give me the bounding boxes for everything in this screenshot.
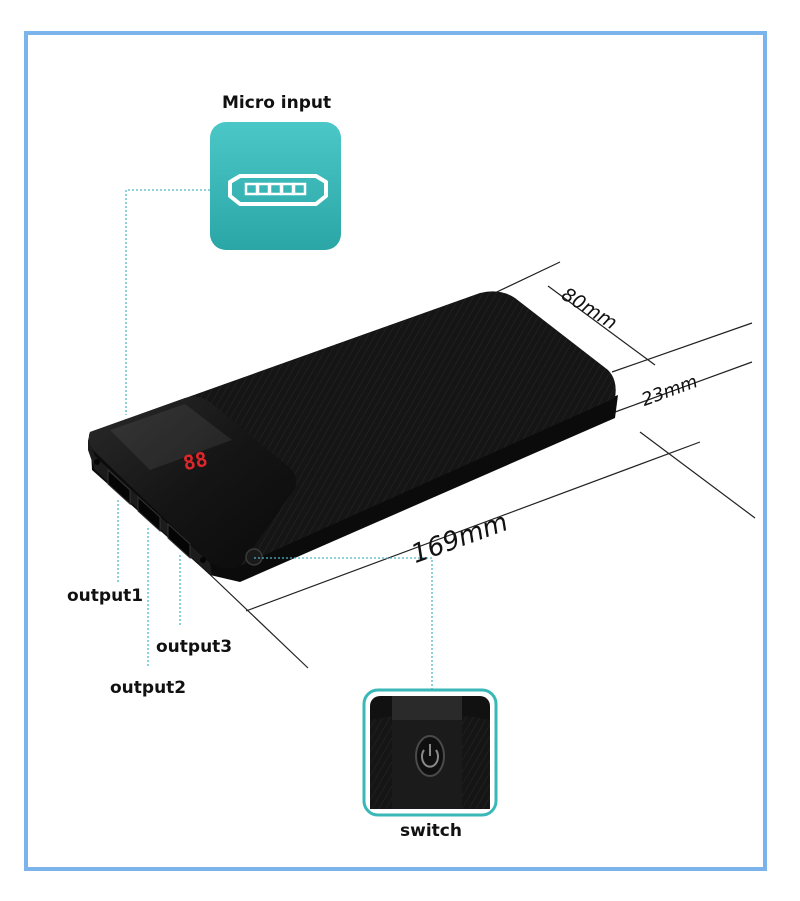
switch-label: switch	[400, 821, 462, 841]
usb-port-output3	[167, 522, 191, 560]
led-display: 88	[181, 447, 210, 475]
micro-input-tile	[210, 122, 341, 250]
micro-input-guide	[125, 189, 210, 415]
border-frame	[24, 31, 767, 871]
dimension-lines	[199, 261, 756, 669]
led-digits: 88	[181, 447, 210, 475]
width-dimension: 80mm	[557, 283, 621, 334]
switch-inset	[362, 688, 498, 817]
micro-port	[94, 459, 100, 465]
output1-label: output1	[67, 586, 144, 606]
power-bank: 88	[88, 291, 618, 582]
type-c-port	[200, 557, 206, 563]
side-switch	[245, 548, 263, 566]
output3-label: output3	[156, 637, 233, 657]
length-dimension: 169mm	[407, 507, 511, 569]
micro-usb-port-icon	[228, 174, 328, 206]
output-guides	[117, 500, 433, 690]
thickness-dimension: 23mm	[639, 371, 701, 411]
usb-port-output2	[137, 495, 161, 533]
output2-label: output2	[110, 678, 187, 698]
usb-port-output1	[107, 468, 131, 506]
power-button-icon	[421, 744, 439, 768]
micro-input-label: Micro input	[222, 93, 332, 113]
